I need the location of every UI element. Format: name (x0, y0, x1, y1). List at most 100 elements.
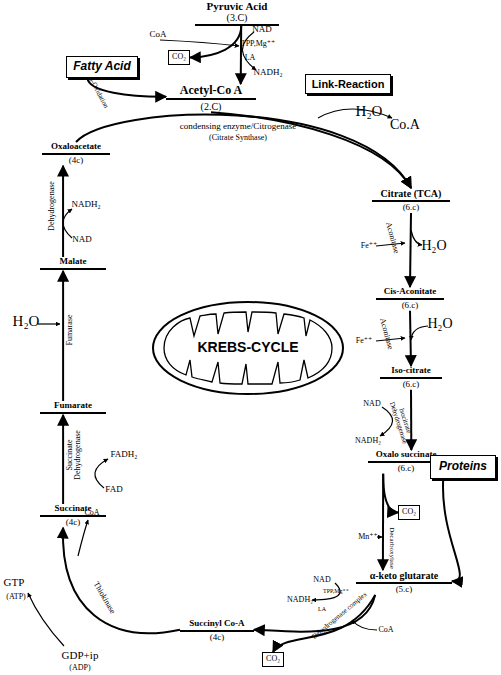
edge-label: β-Oxidation (87, 76, 109, 109)
energy-arrow (28, 593, 64, 646)
reaction-arrow (443, 479, 460, 581)
cofactor-arrow (242, 32, 256, 70)
compound-band: Oxaloacetate(4c) (42, 142, 110, 166)
reaction-label: Fe⁺⁺ (356, 337, 372, 345)
source-box: Proteins (430, 455, 496, 479)
reaction-label: NAD (363, 400, 380, 408)
reaction-label: NADH₂ (355, 437, 381, 445)
reaction-label: Co.A (390, 118, 420, 133)
reaction-label: Aconitase (378, 317, 394, 350)
reaction-arrow (410, 213, 411, 287)
reaction-label: NAD (313, 576, 330, 584)
reaction-label: Mn⁺⁺ (358, 533, 378, 541)
reaction-label: (Citrate Synthase) (209, 134, 267, 142)
compound-name: Acetyl-Co A (166, 84, 256, 100)
carbon-count: (3.C) (227, 12, 248, 23)
water-arrow (38, 323, 60, 324)
cofactor-arrow (63, 209, 72, 238)
reaction-label: CoA (378, 626, 393, 634)
compound-name: α-keto glutarate (356, 570, 452, 584)
compound-band: Iso-citrate(6.c) (380, 366, 442, 390)
carbon-count: (4c) (69, 156, 84, 166)
compound-name: Oxaloacetate (42, 142, 110, 155)
compound-band: α-keto glutarate(5.c) (356, 570, 452, 595)
box-text: CO₂ (172, 53, 186, 62)
compound-name: Succinyl Co-A (180, 619, 254, 632)
reaction-label: NAD (72, 235, 92, 244)
reaction-arrow (383, 474, 398, 513)
compound-band: Citrate (TCA)(6.c) (372, 188, 450, 213)
reaction-label: FADH₂ (111, 450, 138, 459)
carbon-count: (6.c) (403, 203, 420, 213)
reaction-label: CoA (149, 30, 166, 39)
reaction-label: CoA (84, 509, 99, 517)
box-text: CO₂ (402, 508, 416, 517)
compound-name: Cis-Aconitate (376, 287, 444, 300)
compound-name: Pyruvic Acid (207, 0, 268, 12)
carbon-count: (5.c) (396, 585, 413, 595)
reaction-arrow (76, 115, 411, 188)
reaction-label: NADH₂ (287, 596, 313, 604)
compound-band: Pyruvic Acid(3.C) (195, 0, 279, 26)
carbon-count: (2.C) (201, 101, 222, 112)
reaction-label: Dehydrogenase (48, 181, 56, 231)
reaction-label: TPP,Mg⁺⁺ (323, 588, 349, 594)
reaction-label: GTP (4, 577, 25, 589)
cofactor-arrow (95, 459, 108, 488)
co2-box: CO₂ (398, 505, 420, 520)
outer-membrane (153, 302, 343, 394)
reaction-label: Fe⁺⁺ (361, 242, 377, 250)
box-text: KREBS-CYCLE (195, 340, 300, 355)
title-box: Link-Reaction (305, 74, 391, 94)
reaction-label: H₂O (427, 317, 452, 332)
co2-box: CO₂ (262, 652, 284, 667)
carbon-count: (6.c) (398, 464, 415, 474)
reaction-label: H₂O (13, 314, 40, 330)
reaction-label: Dehydrogenase complex (311, 591, 369, 641)
reaction-label: H₂O (356, 104, 383, 120)
reaction-arrow (190, 26, 241, 57)
box-text: Fatty Acid (73, 60, 131, 73)
reaction-label: condensing enzyme/Citrogenase (180, 122, 297, 131)
reaction-label: Decarboxylase (387, 527, 394, 569)
compound-band: Fumarate (40, 401, 106, 415)
reaction-arrow (410, 390, 412, 450)
mitochondrion-shape: KREBS-CYCLE (150, 300, 346, 396)
reaction-label: (ADP) (69, 664, 90, 672)
reaction-label: NADH₂ (253, 68, 282, 77)
box-text: Link-Reaction (312, 78, 385, 90)
carbon-count: (4c) (66, 518, 81, 528)
reaction-arrow (63, 528, 180, 633)
compound-name: Malate (40, 257, 106, 270)
compound-name: Iso-citrate (380, 366, 442, 379)
reaction-label: Fumarase (66, 314, 74, 345)
reaction-label: Succinate Dehydrogenase (66, 419, 83, 491)
reaction-label: Aconitase (384, 221, 400, 254)
source-box: Fatty Acid (66, 56, 138, 78)
reaction-label: Thiokinase (91, 581, 116, 616)
carbon-count: (6.c) (402, 301, 419, 311)
compound-band: Malate (40, 257, 106, 271)
reaction-label: FAD (105, 485, 122, 494)
reaction-arrow (62, 166, 64, 257)
reaction-label: H₂O (421, 239, 446, 254)
reaction-label: GDP+ip (62, 650, 99, 662)
inner-membrane (164, 312, 332, 384)
reaction-arrow (62, 271, 64, 401)
reaction-arrow (62, 415, 64, 504)
reaction-label: Isocitrate Dehydrogenase (384, 390, 417, 454)
compound-band: Cis-Aconitate(6.c) (376, 287, 444, 311)
reaction-label: LA (245, 54, 256, 62)
carbon-count: (6.c) (403, 380, 420, 390)
compound-band: Acetyl-Co A(2.C) (166, 84, 256, 112)
compound-name: Fumarate (40, 401, 106, 414)
water-arrow (411, 230, 422, 245)
reaction-arrow (410, 311, 411, 366)
co2-box: CO₂ (168, 50, 190, 65)
reaction-label: NAD (252, 25, 272, 34)
box-text: CO₂ (266, 655, 280, 664)
reaction-label: NADH₂ (71, 200, 100, 209)
carbon-count: (4c) (210, 633, 225, 643)
cofactor-arrow (160, 40, 239, 46)
